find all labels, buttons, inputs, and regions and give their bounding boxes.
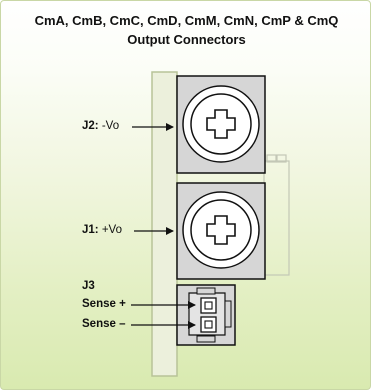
pin-icon <box>200 297 217 314</box>
label-sense-plus-text: Sense + <box>82 298 126 310</box>
terminal-block-j1 <box>176 182 266 280</box>
label-j1-id: J1: <box>82 224 99 236</box>
terminal-block-j2 <box>176 75 266 174</box>
screw-icon <box>206 109 236 139</box>
label-j2-signal: -Vo <box>101 120 120 132</box>
circuit-board <box>151 71 178 377</box>
label-j1-signal: +Vo <box>101 224 122 236</box>
label-j3: J3 <box>82 280 95 292</box>
label-j3-id: J3 <box>82 280 95 292</box>
label-sense-plus: Sense + <box>82 298 126 310</box>
rear-connector-outline <box>263 154 290 276</box>
label-sense-minus: Sense – <box>82 318 125 330</box>
diagram-subtitle: Output Connectors <box>127 32 246 47</box>
diagram-title: CmA, CmB, CmC, CmD, CmM, CmN, CmP & CmQ <box>34 13 339 28</box>
screw-icon <box>206 215 236 245</box>
label-j2: J2: -Vo <box>82 120 119 132</box>
label-sense-minus-text: Sense – <box>82 318 126 330</box>
label-j1: J1: +Vo <box>82 224 122 236</box>
label-j2-id: J2: <box>82 120 99 132</box>
sense-connector-j3 <box>176 284 236 346</box>
pin-icon <box>200 316 217 333</box>
